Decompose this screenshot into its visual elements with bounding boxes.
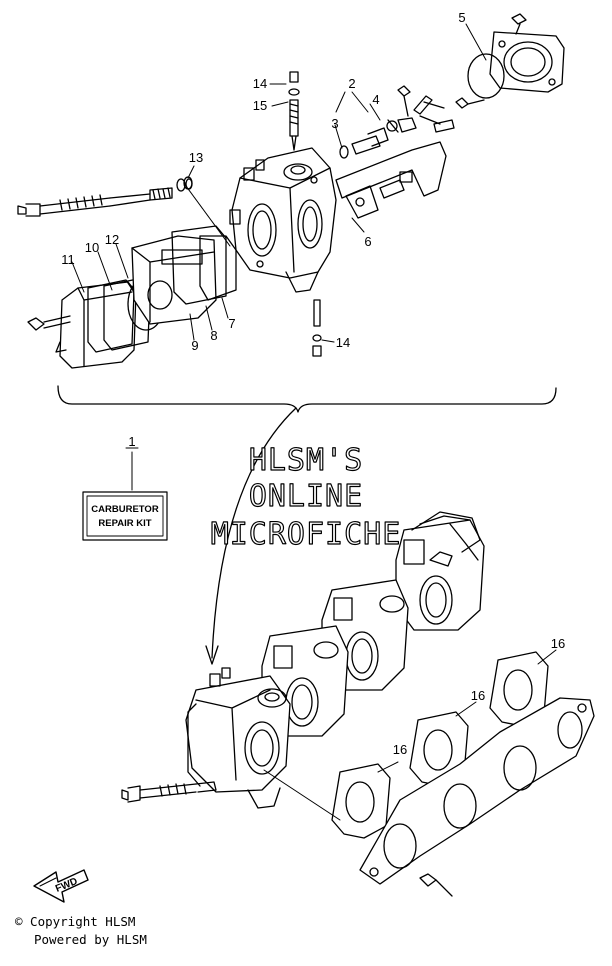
- callout-16-right: 16: [551, 636, 565, 651]
- callout-1: 1: [128, 434, 135, 449]
- callout-2: 2: [348, 76, 355, 91]
- callout-6: 6: [364, 234, 371, 249]
- repair-kit-item: [82, 447, 168, 541]
- callout-15: 15: [253, 98, 267, 113]
- assembly-arrow: [211, 407, 297, 659]
- exploded-carburetor: [17, 13, 565, 369]
- callout-3: 3: [331, 116, 338, 131]
- callout-13: 13: [189, 150, 203, 165]
- callout-5: 5: [458, 10, 465, 25]
- callout-9: 9: [191, 338, 198, 353]
- callout-7: 7: [228, 316, 235, 331]
- watermark-line1: HLSM'S: [249, 443, 363, 478]
- callout-8: 8: [210, 328, 217, 343]
- fwd-arrow-icon: [33, 869, 89, 903]
- assembly-brace: [57, 385, 557, 413]
- callout-12: 12: [105, 232, 119, 247]
- watermark-line3: MICROFICHE: [211, 517, 402, 552]
- watermark-line2: ONLINE: [249, 479, 363, 514]
- callout-16-middle: 16: [471, 688, 485, 703]
- callout-14-top: 14: [253, 76, 267, 91]
- callout-10: 10: [85, 240, 99, 255]
- repair-kit-label-line1: CARBURETOR: [91, 504, 159, 515]
- repair-kit-label-line2: REPAIR KIT: [98, 518, 151, 529]
- callout-4: 4: [372, 92, 379, 107]
- callout-14-bottom: 14: [336, 335, 350, 350]
- powered-by-text: Powered by HLSM: [34, 932, 147, 947]
- carburetor-assembly: [121, 511, 595, 897]
- callout-11: 11: [61, 252, 75, 267]
- callout-16-left: 16: [393, 742, 407, 757]
- copyright-text: © Copyright HLSM: [15, 914, 136, 929]
